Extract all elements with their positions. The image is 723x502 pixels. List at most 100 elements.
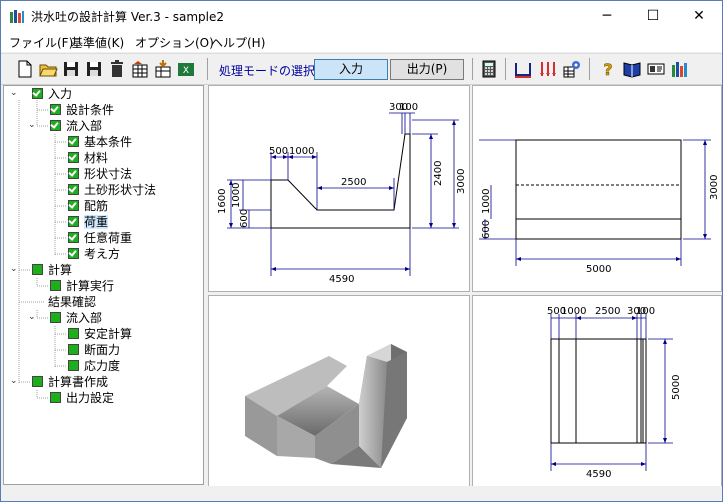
tree-node-stability[interactable]: 安定計算 — [68, 326, 132, 342]
checked-icon — [68, 248, 79, 259]
status-box-icon — [68, 344, 79, 355]
menu-options[interactable]: オプション(O) — [135, 36, 214, 50]
dim-600: 600 — [481, 220, 492, 239]
dim-100: 100 — [399, 102, 418, 113]
side-view-panel[interactable]: 1000 600 3000 5000 — [472, 85, 722, 292]
load-diagram-icon[interactable] — [538, 59, 558, 79]
id-card-icon[interactable] — [646, 59, 666, 79]
menu-standards[interactable]: 基準値(K) — [71, 36, 125, 50]
close-button[interactable]: ✕ — [693, 8, 705, 24]
dim-1000: 1000 — [561, 306, 586, 317]
tree-node-any-load[interactable]: 任意荷重 — [68, 230, 132, 246]
save-as-icon[interactable] — [84, 59, 104, 79]
collapse-chevron-icon[interactable]: ⌄ — [10, 88, 18, 98]
tree-node-stress[interactable]: 応力度 — [68, 358, 120, 374]
svg-text:?: ? — [603, 60, 612, 79]
window-title: 洪水吐の設計計算 Ver.3 - sample2 — [31, 10, 224, 24]
section-shape-icon[interactable] — [513, 59, 533, 79]
checked-icon — [68, 216, 79, 227]
input-mode-button[interactable]: 入力 — [314, 59, 388, 80]
menu-file[interactable]: ファイル(F) — [9, 36, 74, 50]
export-excel-icon[interactable]: X — [176, 59, 196, 79]
tree-node-input[interactable]: 入力 — [32, 86, 72, 102]
dim-1000-vertical: 1000 — [231, 183, 242, 208]
dim-1000: 1000 — [289, 146, 314, 157]
tree-node-section-force[interactable]: 断面力 — [68, 342, 120, 358]
collapse-chevron-icon[interactable]: ⌄ — [10, 264, 18, 274]
title-bar: 洪水吐の設計計算 Ver.3 - sample2 ─ ☐ ✕ — [1, 1, 722, 31]
tree-node-output-settings[interactable]: 出力設定 — [50, 390, 114, 406]
status-box-icon — [68, 360, 79, 371]
dim-1600: 1600 — [217, 189, 228, 214]
tree-node-approach[interactable]: 考え方 — [68, 246, 120, 262]
dim-3000: 3000 — [709, 175, 720, 200]
tree-node-inflow[interactable]: 流入部 — [50, 118, 102, 134]
delete-icon[interactable] — [107, 59, 127, 79]
import-icon[interactable] — [153, 59, 173, 79]
checked-icon — [68, 200, 79, 211]
tree-node-design-conditions[interactable]: 設計条件 — [50, 102, 114, 118]
dim-2400: 2400 — [433, 161, 444, 186]
front-view-drawing: 300 100 500 1000 2500 2400 3000 1600 600… — [217, 102, 467, 285]
mode-select-label: 処理モードの選択 — [219, 64, 316, 78]
checked-icon — [68, 184, 79, 195]
toolbar-separator — [589, 58, 590, 80]
dim-2500: 2500 — [341, 177, 366, 188]
plan-view-panel[interactable]: 500 1000 2500 300 100 5000 4590 — [472, 295, 722, 487]
tree-node-result-check[interactable]: 結果確認 — [48, 295, 97, 309]
tree-node-result-inflow[interactable]: 流入部 — [50, 310, 102, 326]
dim-4590: 4590 — [329, 274, 354, 285]
tree-node-report[interactable]: 計算書作成 — [32, 374, 108, 390]
open-folder-icon[interactable] — [38, 59, 58, 79]
3d-view-panel[interactable] — [208, 295, 470, 487]
side-view-drawing: 1000 600 3000 5000 — [479, 139, 720, 275]
save-icon[interactable] — [61, 59, 81, 79]
tree-node-soil-shape-dims[interactable]: 土砂形状寸法 — [68, 182, 156, 198]
dim-500: 500 — [547, 306, 566, 317]
checked-icon — [68, 168, 79, 179]
product-info-icon[interactable] — [670, 59, 690, 79]
tree-node-load[interactable]: 荷重 — [68, 214, 109, 230]
output-mode-button[interactable]: 出力(P) — [390, 59, 464, 80]
toolbar: X 処理モードの選択 入力 出力(P) ? — [1, 53, 722, 85]
status-bar — [1, 486, 722, 501]
status-box-icon — [32, 264, 43, 275]
navigation-tree: ⌄ 入力 設計条件 ⌄ 流入部 基本条件 材料 形状寸法 土砂形状寸法 配筋 荷… — [3, 85, 204, 485]
help-icon[interactable]: ? — [598, 59, 618, 79]
dim-500: 500 — [269, 146, 288, 157]
tree-lines — [18, 100, 66, 399]
collapse-chevron-icon[interactable]: ⌄ — [10, 376, 18, 386]
status-box-icon — [50, 312, 61, 323]
svg-text:X: X — [183, 66, 189, 76]
collapse-chevron-icon[interactable]: ⌄ — [28, 312, 36, 322]
menu-help[interactable]: ヘルプ(H) — [211, 36, 266, 50]
tree-node-material[interactable]: 材料 — [68, 150, 108, 166]
checked-icon — [50, 104, 61, 115]
table-icon[interactable] — [130, 59, 150, 79]
tree-node-shape-dims[interactable]: 形状寸法 — [68, 166, 132, 182]
new-file-icon[interactable] — [15, 59, 35, 79]
calculator-icon[interactable] — [479, 59, 499, 79]
front-view-panel[interactable]: 300 100 500 1000 2500 2400 3000 1600 600… — [208, 85, 470, 292]
checked-icon — [32, 88, 43, 99]
dim-2500: 2500 — [595, 306, 620, 317]
checked-icon — [68, 232, 79, 243]
status-box-icon — [50, 392, 61, 403]
dim-300: 300 — [627, 306, 646, 317]
checked-icon — [50, 120, 61, 131]
manual-book-icon[interactable] — [622, 59, 642, 79]
settings-grid-icon[interactable] — [562, 59, 582, 79]
collapse-chevron-icon[interactable]: ⌄ — [28, 120, 36, 130]
dim-4590: 4590 — [586, 469, 611, 480]
tree-node-rebar[interactable]: 配筋 — [68, 198, 108, 214]
tree-node-calc[interactable]: 計算 — [32, 262, 72, 278]
3d-model-render — [245, 344, 407, 468]
status-box-icon — [68, 328, 79, 339]
tree-node-basic-conditions[interactable]: 基本条件 — [68, 134, 132, 150]
minimize-button[interactable]: ─ — [602, 8, 612, 24]
tree-node-calc-run[interactable]: 計算実行 — [50, 278, 114, 294]
status-box-icon — [32, 376, 43, 387]
dim-1000: 1000 — [481, 189, 492, 214]
maximize-button[interactable]: ☐ — [646, 8, 660, 24]
